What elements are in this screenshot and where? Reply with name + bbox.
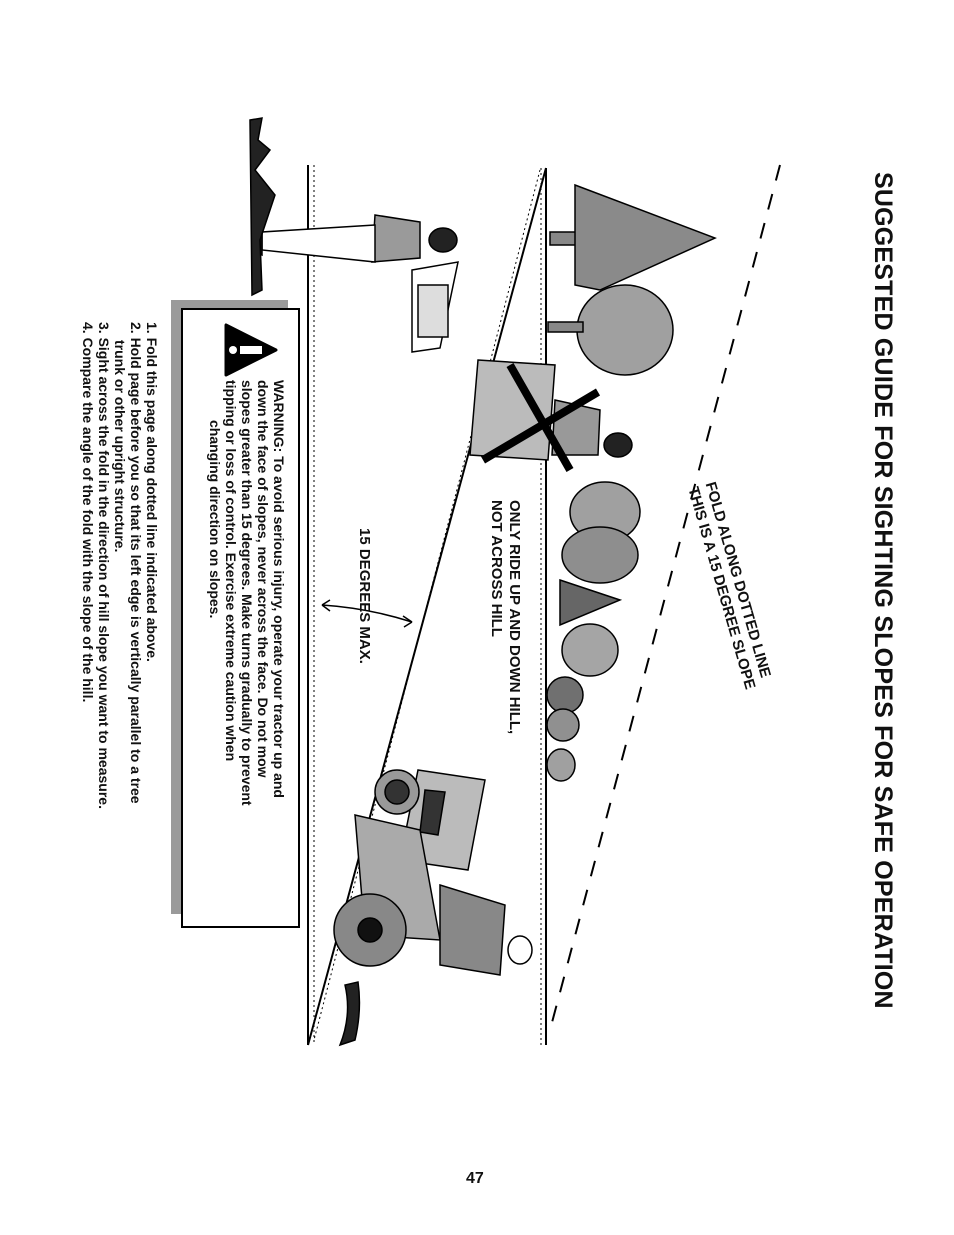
- degrees-max-label: 15 DEGREES MAX.: [356, 528, 373, 664]
- page-title: SUGGESTED GUIDE FOR SIGHTING SLOPES FOR …: [869, 172, 897, 1009]
- warning-box: WARNING: To avoid serious injury, operat…: [181, 308, 300, 928]
- degree-arc-arrows: [321, 599, 413, 628]
- warning-line: slopes greater than 15 degrees. Make tur…: [239, 380, 255, 806]
- warning-text: WARNING: To avoid serious injury, operat…: [207, 380, 287, 806]
- instruction-item: 4. Compare the angle of the fold with th…: [80, 322, 96, 703]
- warning-line: WARNING: To avoid serious injury, operat…: [271, 380, 287, 798]
- instruction-item: 1. Fold this page along dotted line indi…: [144, 322, 160, 662]
- instructions-list: 1. Fold this page along dotted line indi…: [80, 322, 160, 809]
- warning-line: down the face of slopes, never across th…: [255, 380, 271, 778]
- small-tree-left: [249, 117, 276, 297]
- person-sighting-slope: [254, 214, 459, 353]
- ride-label-line1: ONLY RIDE UP AND DOWN HILL,: [506, 500, 523, 735]
- page-number: 47: [466, 1170, 484, 1187]
- warning-line: tipping or loss of control. Exercise ext…: [223, 380, 239, 762]
- instruction-item: 3. Sight across the fold in the directio…: [96, 322, 112, 809]
- tractor-across-slope-crossed: [469, 359, 633, 472]
- warning-exclamation-triangle-icon: [224, 323, 278, 377]
- trees: [546, 183, 717, 782]
- instruction-item: 2. Hold page before you so that its left…: [128, 322, 144, 804]
- ride-direction-label: ONLY RIDE UP AND DOWN HILL, NOT ACROSS H…: [487, 500, 523, 734]
- ride-label-line2: NOT ACROSS HILL: [488, 500, 505, 637]
- warning-line: changing direction on slopes.: [207, 420, 223, 619]
- instruction-item: trunk or other upright structure.: [112, 340, 128, 553]
- tractor-up-slope: [333, 769, 533, 1047]
